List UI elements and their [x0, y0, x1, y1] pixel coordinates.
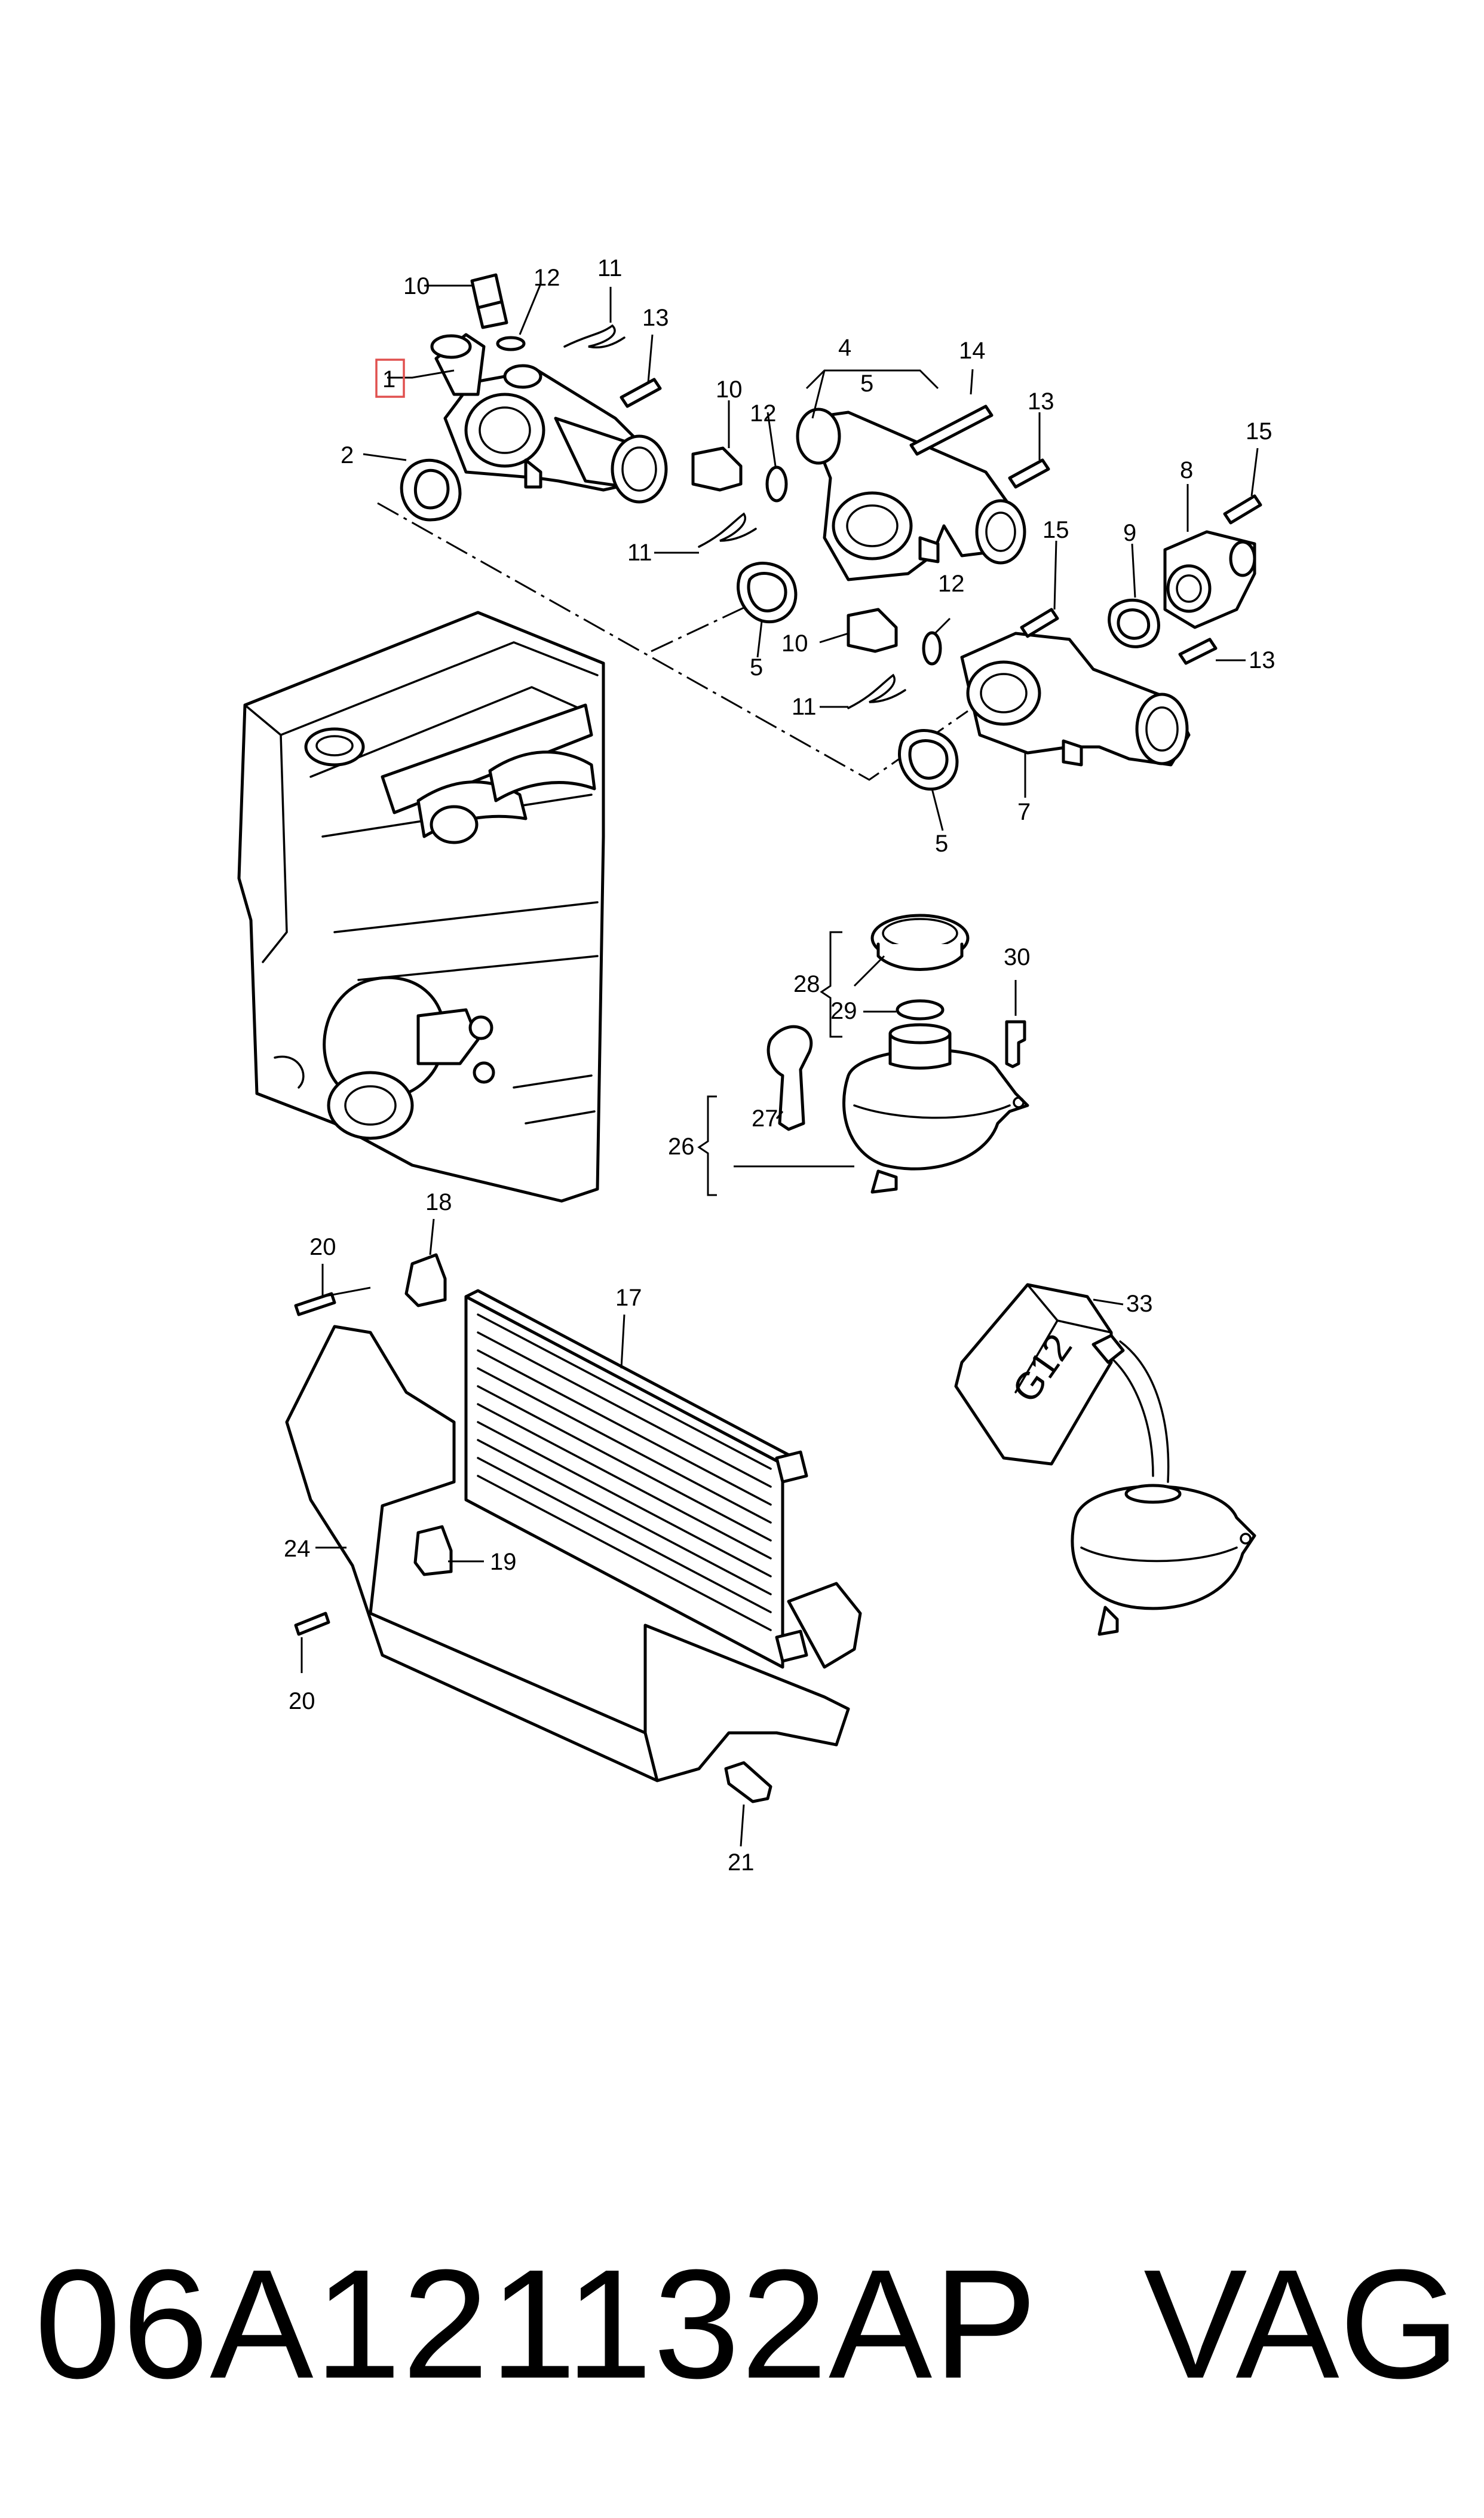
callout-12a: 12 — [533, 265, 560, 291]
expansion-tank-cap-28 — [870, 914, 970, 971]
bolt-13c — [1178, 638, 1218, 665]
bolt-13b — [1008, 458, 1050, 489]
callout-15a: 15 — [1246, 418, 1273, 445]
callout-29: 29 — [830, 998, 857, 1024]
callout-21: 21 — [728, 1849, 755, 1876]
engine-block — [237, 611, 605, 1203]
callout-10a: 10 — [403, 273, 430, 299]
radiator-frame-24 — [285, 1325, 862, 1782]
gasket-9 — [1108, 599, 1160, 648]
callout-12c: 12 — [938, 571, 965, 597]
bolt-20a — [294, 1292, 336, 1316]
drain-plug-21 — [724, 1761, 772, 1803]
temp-sensor-10a — [470, 273, 508, 329]
callout-30: 30 — [1004, 944, 1031, 970]
temp-sensor-10c — [847, 608, 898, 653]
clip-11a — [563, 324, 626, 349]
callout-27: 27 — [752, 1105, 778, 1132]
seal-29 — [896, 999, 945, 1021]
callout-33: 33 — [1126, 1291, 1153, 1317]
callout-4: 4 — [838, 335, 851, 361]
o-ring-12a — [496, 336, 526, 351]
callout-18: 18 — [425, 1189, 452, 1215]
gasket-5a — [737, 562, 798, 624]
callout-20b: 20 — [289, 1688, 315, 1714]
callout-11b: 11 — [627, 540, 652, 566]
expansion-tank-refill — [1071, 1484, 1256, 1636]
coolant-flange-4 — [796, 408, 1026, 581]
bolt-20b — [294, 1612, 330, 1636]
callout-11a: 11 — [597, 255, 623, 281]
rubber-mount-19 — [413, 1525, 453, 1576]
bolt-14 — [909, 405, 994, 456]
callout-15b: 15 — [1043, 517, 1069, 543]
callout-17: 17 — [615, 1285, 642, 1311]
callout-12b: 12 — [750, 400, 777, 427]
callout-8: 8 — [1180, 457, 1193, 483]
radiator-17 — [464, 1289, 808, 1669]
callout-13c: 13 — [1249, 647, 1275, 673]
o-ring-12c — [922, 631, 942, 666]
callout-19: 19 — [490, 1549, 517, 1575]
part-number: 06A121132AP — [35, 2238, 1038, 2411]
callout-11c: 11 — [792, 694, 817, 720]
bolt-13a — [620, 378, 662, 408]
callout-5a: 5 — [860, 370, 873, 397]
coolant-canister-33: G12 — [954, 1283, 1170, 1483]
gasket-2 — [400, 458, 462, 522]
callout-24: 24 — [284, 1536, 311, 1562]
callout-1: 1 — [382, 366, 395, 393]
callout-13a: 13 — [642, 305, 669, 331]
callout-labels: 1 2 10 12 11 13 4 5 14 10 12 13 15 8 9 1… — [284, 255, 1275, 1876]
callout-20a: 20 — [309, 1234, 336, 1260]
callout-10b: 10 — [716, 376, 743, 403]
callout-5c: 5 — [935, 831, 948, 857]
bolt-15a — [1020, 608, 1059, 638]
footer: 06A121132AP VAG — [0, 2235, 1484, 2414]
callout-10c: 10 — [781, 630, 808, 657]
gasket-5b — [898, 729, 959, 791]
callout-26: 26 — [668, 1134, 695, 1160]
callout-7: 7 — [1017, 799, 1031, 825]
callout-28: 28 — [793, 971, 820, 997]
clip-11b — [698, 512, 757, 548]
expansion-tank-26 — [842, 1023, 1029, 1194]
callout-2: 2 — [341, 442, 354, 468]
brand-name: VAG — [1143, 2238, 1460, 2411]
leader-lines — [301, 283, 1259, 1847]
clip-11c — [847, 673, 906, 709]
coolant-flange-1 — [430, 333, 668, 504]
highlight-box-1 — [375, 359, 405, 398]
temp-sensor-10b — [691, 446, 743, 492]
hose-27 — [766, 1025, 813, 1131]
coolant-flange-8 — [1163, 530, 1256, 629]
callout-14: 14 — [959, 338, 986, 364]
callout-9: 9 — [1123, 520, 1136, 546]
bolt-30 — [1005, 1020, 1026, 1068]
callout-13b: 13 — [1028, 388, 1054, 415]
bolt-15b — [1223, 494, 1262, 525]
rubber-mount-18 — [404, 1253, 447, 1307]
callout-5b: 5 — [750, 654, 763, 681]
coolant-flange-7 — [960, 632, 1191, 767]
o-ring-12b — [765, 465, 788, 503]
